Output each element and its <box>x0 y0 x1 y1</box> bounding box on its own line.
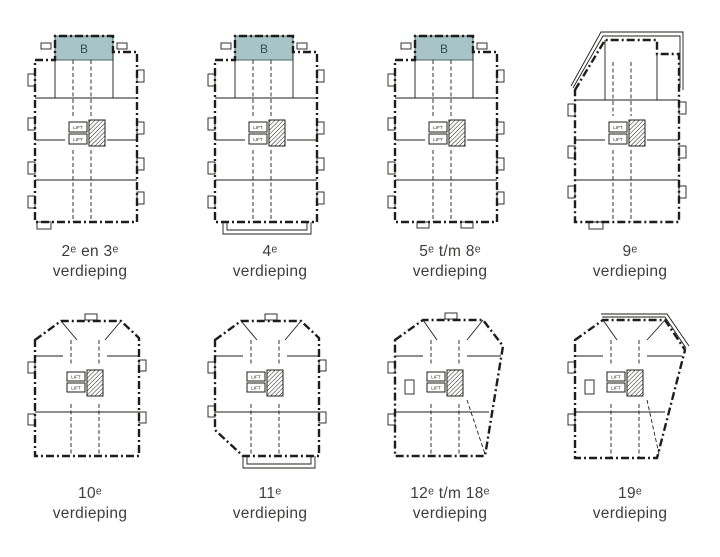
plan-cell-9: LIFT LIFT 9ᵉ verdieping <box>540 0 720 292</box>
lift-label: LIFT <box>253 125 263 130</box>
plan-label-9: 9ᵉ verdieping <box>593 242 668 282</box>
plan-label-2-3: 2ᵉ en 3ᵉ verdieping <box>53 242 128 282</box>
interior-walls <box>575 319 682 458</box>
lift-label: LIFT <box>253 137 263 142</box>
stairs-hatch <box>86 369 104 397</box>
plan-cell-10: LIFT LIFT 10ᵉ verdieping <box>0 292 180 557</box>
interior-walls <box>35 52 137 222</box>
facade-ticks <box>207 313 327 424</box>
plan-outline <box>573 38 681 224</box>
stairs-hatch <box>626 369 644 397</box>
lift-core: LIFT LIFT <box>63 366 107 400</box>
lift-label: LIFT <box>71 386 81 391</box>
lift-core: LIFT LIFT <box>65 116 107 150</box>
plan-label-5-8: 5ᵉ t/m 8ᵉ verdieping <box>413 242 488 282</box>
lift-label: LIFT <box>71 375 81 380</box>
floor-plan-10: LIFT LIFT <box>27 313 147 458</box>
roof-edge-lines <box>570 31 684 90</box>
lift-label: LIFT <box>613 125 623 130</box>
floor-plan-19: LIFT LIFT <box>567 313 690 460</box>
plan-label-19: 19ᵉ verdieping <box>593 484 668 524</box>
facade-ticks <box>387 42 505 229</box>
lift-core: LIFT LIFT <box>245 116 287 150</box>
lift-label: LIFT <box>431 386 441 391</box>
lift-core: LIFT LIFT <box>425 116 467 150</box>
floor-plan-2-3: B LIFT LIFT <box>27 34 145 230</box>
floor-plan-5-8: B LIFT LIFT <box>387 34 505 229</box>
floor-plan-12-18: LIFT LIFT <box>387 312 505 458</box>
plan-label-line2: verdieping <box>412 504 488 522</box>
plan-cell-11: LIFT LIFT 11ᵉ verdieping <box>180 292 360 557</box>
floor-plan-9: LIFT LIFT <box>567 31 687 230</box>
stairs-hatch <box>266 369 284 397</box>
lift-core: LIFT LIFT <box>243 366 287 400</box>
plan-label-11: 11ᵉ verdieping <box>233 484 308 524</box>
plan-label-4: 4ᵉ verdieping <box>233 242 308 282</box>
plan-cell-19: LIFT LIFT 19ᵉ verdieping <box>540 292 720 557</box>
stairs-hatch <box>446 369 464 397</box>
lift-label: LIFT <box>73 125 83 130</box>
floor-plan-11: LIFT LIFT <box>207 313 327 469</box>
lift-label: LIFT <box>433 125 443 130</box>
balcony-lines <box>242 456 316 469</box>
plan-label-line2: verdieping <box>52 262 128 280</box>
stairs-hatch <box>628 119 646 147</box>
plan-label-line1: 10ᵉ <box>78 485 102 502</box>
facade-ticks <box>567 101 687 230</box>
lift-label: LIFT <box>251 386 261 391</box>
lift-label: LIFT <box>251 375 261 380</box>
facade-ticks <box>207 42 325 209</box>
balcony-lines <box>222 222 312 235</box>
lift-core: LIFT LIFT <box>603 366 647 400</box>
lift-core: LIFT LIFT <box>605 116 647 150</box>
facade-ticks <box>567 361 595 426</box>
plan-label-line2: verdieping <box>412 262 488 280</box>
interior-walls <box>395 52 497 222</box>
plan-label-line2: verdieping <box>592 262 668 280</box>
floor-plan-4: B LIFT LIFT <box>207 34 325 235</box>
b-label: B <box>260 42 268 56</box>
plan-outline <box>213 319 321 458</box>
plan-label-line1: 19ᵉ <box>618 485 642 502</box>
facade-ticks <box>27 42 145 230</box>
plan-label-line1: 5ᵉ t/m 8ᵉ <box>419 243 481 260</box>
stairs-hatch <box>448 119 466 147</box>
plan-label-line1: 4ᵉ <box>262 243 278 260</box>
facade-ticks <box>387 312 458 426</box>
lift-label: LIFT <box>73 137 83 142</box>
plan-label-line1: 9ᵉ <box>622 243 638 260</box>
lift-label: LIFT <box>611 386 621 391</box>
plan-label-line1: 2ᵉ en 3ᵉ <box>61 243 119 260</box>
plan-label-line2: verdieping <box>232 262 308 280</box>
b-label: B <box>80 42 88 56</box>
lift-label: LIFT <box>433 137 443 142</box>
plan-cell-5-8: B LIFT LIFT 5ᵉ t/m 8ᵉ verdieping <box>360 0 540 292</box>
interior-walls <box>35 320 139 456</box>
plan-label-line2: verdieping <box>232 504 308 522</box>
plan-label-10: 10ᵉ verdieping <box>53 484 128 524</box>
plan-cell-4: B LIFT LIFT 4ᵉ <box>180 0 360 292</box>
interior-walls <box>395 319 501 456</box>
plan-label-12-18: 12ᵉ t/m 18ᵉ verdieping <box>410 484 489 524</box>
interior-walls <box>215 52 317 222</box>
plan-label-line1: 12ᵉ t/m 18ᵉ <box>410 485 490 502</box>
lift-label: LIFT <box>611 375 621 380</box>
lift-label: LIFT <box>613 137 623 142</box>
stairs-hatch <box>268 119 286 147</box>
plan-cell-2-3: B LIFT LIFT 2ᵉ en 3ᵉ verdieping <box>0 0 180 292</box>
roof-edge-lines <box>601 313 690 349</box>
stairs-hatch <box>88 119 106 147</box>
lift-label: LIFT <box>431 375 441 380</box>
plan-label-line1: 11ᵉ <box>258 485 282 502</box>
interior-walls <box>215 320 319 456</box>
plan-label-line2: verdieping <box>592 504 668 522</box>
b-label: B <box>440 42 448 56</box>
plan-cell-12-18: LIFT LIFT 12ᵉ t/m 18ᵉ verdieping <box>360 292 540 557</box>
interior-walls <box>575 40 679 222</box>
lift-core: LIFT LIFT <box>423 366 467 400</box>
plan-label-line2: verdieping <box>52 504 128 522</box>
